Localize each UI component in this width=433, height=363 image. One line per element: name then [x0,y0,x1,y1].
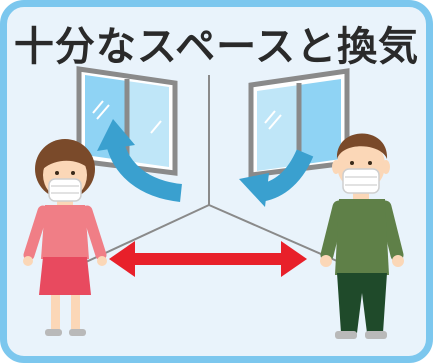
page-title: 十分なスペースと換気 [13,24,420,70]
left-airflow-arrow-icon [97,119,183,202]
right-airflow-arrow-icon [239,149,314,207]
room-scene [23,66,404,339]
man-mask-icon [342,168,380,194]
woman-figure [23,139,107,336]
woman-mask-icon [48,178,82,202]
man-figure [320,133,404,339]
right-window-icon [248,68,350,178]
distance-double-arrow-icon [109,241,307,277]
